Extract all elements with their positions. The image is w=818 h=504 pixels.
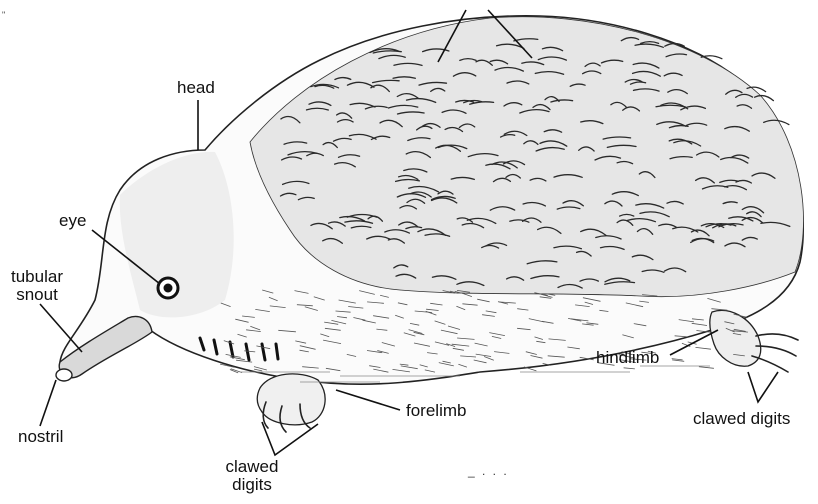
label-hindlimb: hindlimb xyxy=(596,349,659,367)
footer-fragment: _ . . . xyxy=(468,462,509,480)
fur-stroke xyxy=(624,368,635,369)
hindlimb-shape xyxy=(710,310,761,366)
label-nostril: nostril xyxy=(18,428,63,446)
label-tubular-snout-line2: snout xyxy=(3,286,71,304)
corner-mark: " xyxy=(2,6,5,24)
fur-stroke xyxy=(699,367,714,369)
label-eye: eye xyxy=(59,212,86,230)
eye-pupil xyxy=(164,284,173,293)
label-clawed-digits-front-line2: digits xyxy=(218,476,286,494)
leader-snout xyxy=(40,304,82,352)
leader-forelimb xyxy=(336,390,400,410)
label-clawed-digits-front-line1: clawed xyxy=(218,458,286,476)
label-clawed-digits-hind: clawed digits xyxy=(693,410,790,428)
leader-nostril xyxy=(40,380,56,426)
label-tubular-snout: tubular snout xyxy=(3,268,71,304)
nostril-tip xyxy=(56,369,72,381)
label-clawed-digits-front: clawed digits xyxy=(218,458,286,494)
forelimb-shape xyxy=(257,374,325,425)
label-tubular-snout-line1: tubular xyxy=(3,268,71,286)
label-forelimb: forelimb xyxy=(406,402,466,420)
fur-stroke xyxy=(696,347,711,349)
label-head: head xyxy=(177,79,215,97)
leader-clawed-hind xyxy=(748,372,778,402)
